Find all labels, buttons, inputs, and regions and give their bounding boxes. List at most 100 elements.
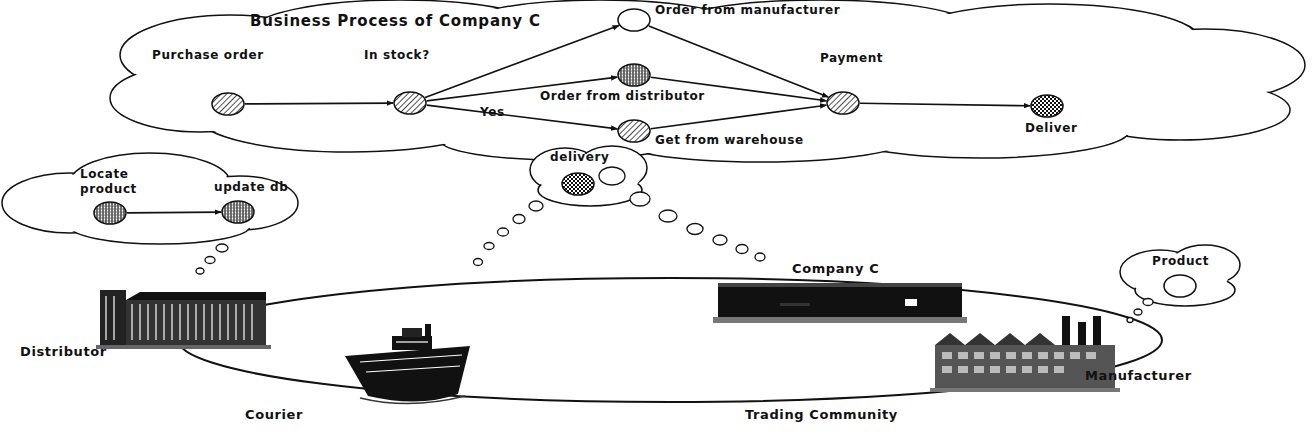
distributor-building-part bbox=[179, 304, 180, 340]
distributor-building-part bbox=[227, 304, 228, 340]
process-circle: Locate product bbox=[93, 201, 127, 225]
circle-outline bbox=[561, 172, 595, 196]
circle-outline bbox=[1163, 274, 1197, 298]
thought-bubble-part bbox=[474, 259, 483, 266]
distributor-building-part bbox=[100, 290, 126, 346]
distributor-building-part bbox=[113, 296, 114, 340]
flow-arrow bbox=[649, 26, 828, 97]
courier-ship-part bbox=[345, 346, 470, 402]
part-label: Manufacturer bbox=[1085, 368, 1192, 384]
process-circle: Product bbox=[1163, 274, 1197, 298]
distributor-building-part bbox=[96, 345, 271, 349]
company-building bbox=[713, 283, 967, 323]
distributor-building bbox=[96, 290, 271, 349]
node-label: update db bbox=[214, 180, 288, 195]
thought-cloud bbox=[530, 146, 647, 206]
process-circle: Order from distributor bbox=[617, 63, 651, 87]
manufacturer-factory-part bbox=[974, 366, 984, 373]
manufacturer-factory-part bbox=[1006, 352, 1016, 359]
circle-outline bbox=[211, 92, 245, 116]
node-label: Order from manufacturer bbox=[655, 3, 840, 18]
manufacturer-factory-part bbox=[1070, 352, 1080, 359]
node-label: In stock? bbox=[364, 48, 430, 63]
node-label: Deliver bbox=[1025, 121, 1077, 136]
thought-bubble-part bbox=[713, 235, 727, 245]
manufacturer-factory-part bbox=[1093, 316, 1101, 348]
part-label: Company C bbox=[792, 261, 879, 277]
company-building-part bbox=[905, 299, 917, 306]
manufacturer-factory-part bbox=[1038, 366, 1048, 373]
process-circle: update db bbox=[221, 200, 255, 224]
courier-ship-part bbox=[396, 341, 428, 342]
thought-cloud bbox=[110, 0, 1305, 162]
cloud-fill bbox=[112, 2, 1304, 161]
circle-shape bbox=[618, 64, 650, 86]
distributor-building-part bbox=[131, 304, 132, 340]
circle-shape bbox=[222, 201, 254, 223]
circle-shape bbox=[94, 202, 126, 224]
thought-bubble-part bbox=[529, 201, 543, 211]
node-label: delivery bbox=[550, 150, 609, 165]
edge-label: Yes bbox=[480, 104, 505, 120]
part-label: Courier bbox=[245, 407, 303, 423]
distributor-building-part bbox=[211, 304, 212, 340]
circle-outline bbox=[1030, 94, 1064, 118]
distributor-building-part bbox=[155, 304, 156, 340]
part-label: Distributor bbox=[20, 344, 107, 360]
flow-arrow bbox=[651, 105, 827, 129]
part-label: Trading Community bbox=[745, 407, 898, 423]
trading-ring bbox=[178, 278, 1162, 402]
flow-arrow bbox=[425, 26, 619, 98]
thought-bubble bbox=[196, 167, 1153, 323]
circle-outline bbox=[617, 119, 651, 143]
process-circle: In stock? bbox=[393, 91, 427, 115]
manufacturer-factory-part bbox=[930, 388, 1120, 392]
node-label: Product bbox=[1152, 254, 1209, 269]
thought-bubble-part bbox=[599, 167, 625, 185]
distributor-building-part bbox=[126, 300, 266, 346]
thought-bubble-part bbox=[736, 245, 748, 254]
circle-outline bbox=[393, 91, 427, 115]
circle-shape bbox=[618, 120, 650, 142]
thought-bubble-part bbox=[1127, 318, 1133, 323]
distributor-building-part bbox=[251, 304, 252, 340]
courier-ship-part bbox=[360, 396, 465, 404]
node-label: Purchase order bbox=[152, 48, 264, 63]
courier-ship-part bbox=[425, 324, 431, 337]
circle-outline bbox=[826, 91, 860, 115]
courier-ship-part bbox=[360, 355, 462, 362]
distributor-building-part bbox=[105, 296, 106, 340]
manufacturer-factory-part bbox=[1078, 322, 1086, 348]
distributor-building-part bbox=[235, 304, 236, 340]
cloud-fill bbox=[1122, 247, 1239, 305]
courier-ship-part bbox=[366, 366, 460, 372]
cloud-fill bbox=[4, 155, 297, 243]
manufacturer-factory-part bbox=[1038, 352, 1048, 359]
circle-shape bbox=[212, 93, 244, 115]
thought-bubble-part bbox=[196, 268, 204, 274]
distributor-building-part bbox=[203, 304, 204, 340]
courier-ship-part bbox=[392, 336, 432, 350]
thought-bubble-part bbox=[498, 228, 509, 236]
distributor-building-part bbox=[139, 304, 140, 340]
manufacturer-factory-part bbox=[958, 352, 968, 359]
manufacturer-factory-part bbox=[942, 352, 952, 359]
flow-arrow bbox=[127, 211, 221, 213]
circle-outline bbox=[617, 63, 651, 87]
manufacturer-factory-part bbox=[1054, 352, 1064, 359]
circle-shape bbox=[562, 173, 594, 195]
thought-bubble-part bbox=[1143, 299, 1153, 306]
cloud-fill bbox=[532, 148, 646, 205]
company-building-part bbox=[718, 283, 962, 287]
company-building-part bbox=[713, 317, 967, 323]
courier-ship-part bbox=[360, 342, 462, 372]
flow-arrow bbox=[245, 102, 393, 104]
manufacturer-factory-part bbox=[1086, 352, 1096, 359]
thought-cloud bbox=[1120, 245, 1240, 306]
circle-shape bbox=[1164, 275, 1196, 297]
company-building-part bbox=[718, 283, 962, 317]
circle-outline bbox=[617, 8, 651, 32]
manufacturer-factory-part bbox=[974, 352, 984, 359]
node-label: Get from warehouse bbox=[655, 133, 804, 148]
